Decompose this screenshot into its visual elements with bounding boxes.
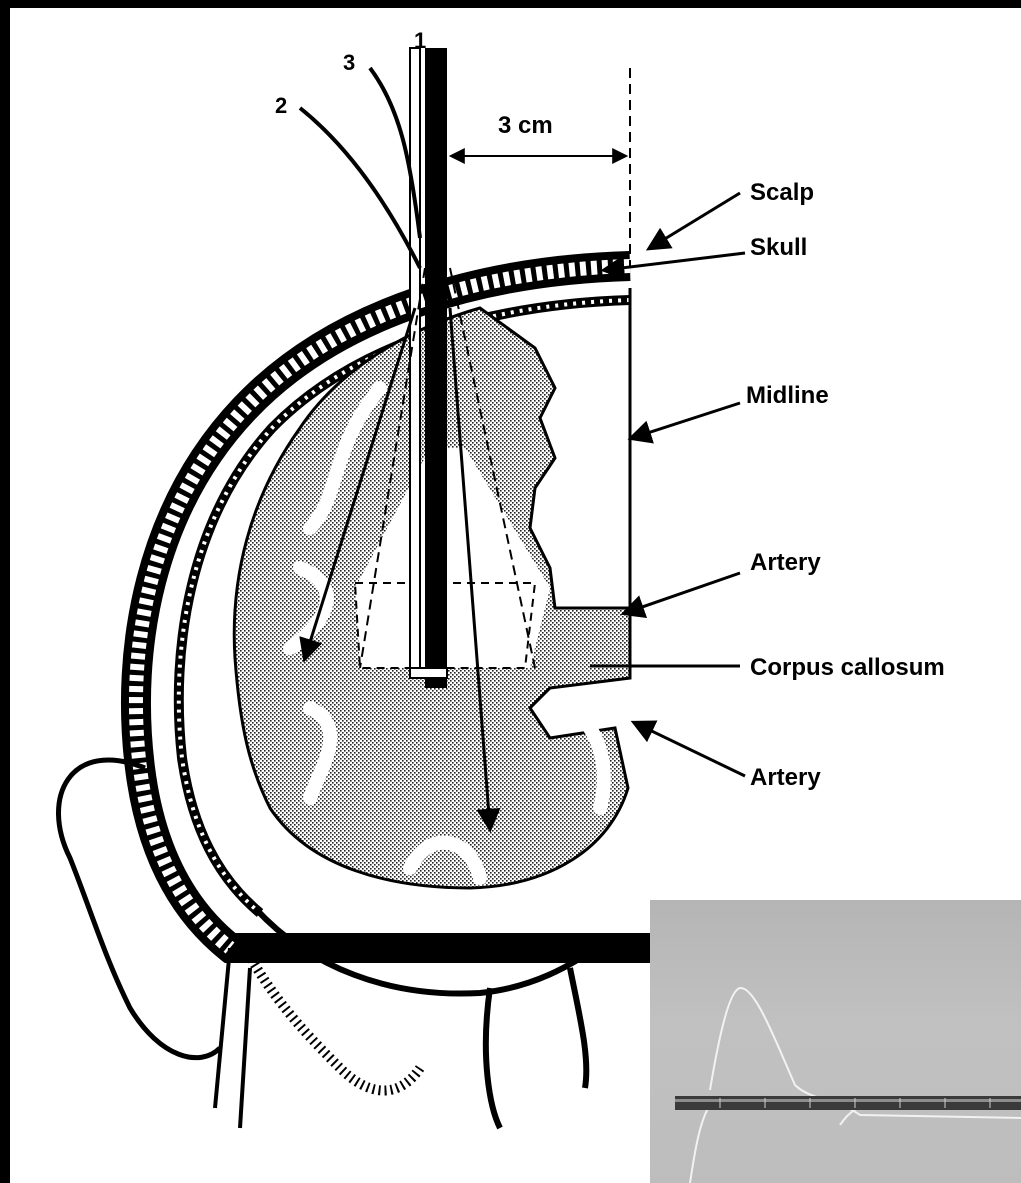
instrument-1-label: 1 [414, 28, 426, 53]
label-scalp: Scalp [750, 179, 814, 206]
distance-measure: 3 cm [452, 68, 630, 266]
label-corpus-callosum: Corpus callosum [750, 654, 945, 681]
label-artery-lower: Artery [750, 764, 821, 791]
label-midline: Midline [746, 382, 829, 409]
catheter-photo [650, 900, 1021, 1183]
instrument-2-label: 2 [275, 93, 287, 118]
distance-label: 3 cm [498, 112, 553, 139]
label-artery-upper: Artery [750, 549, 821, 576]
label-skull: Skull [750, 234, 807, 261]
catheter-photo-icon [650, 900, 1021, 1183]
instrument-3-label: 3 [343, 50, 355, 75]
